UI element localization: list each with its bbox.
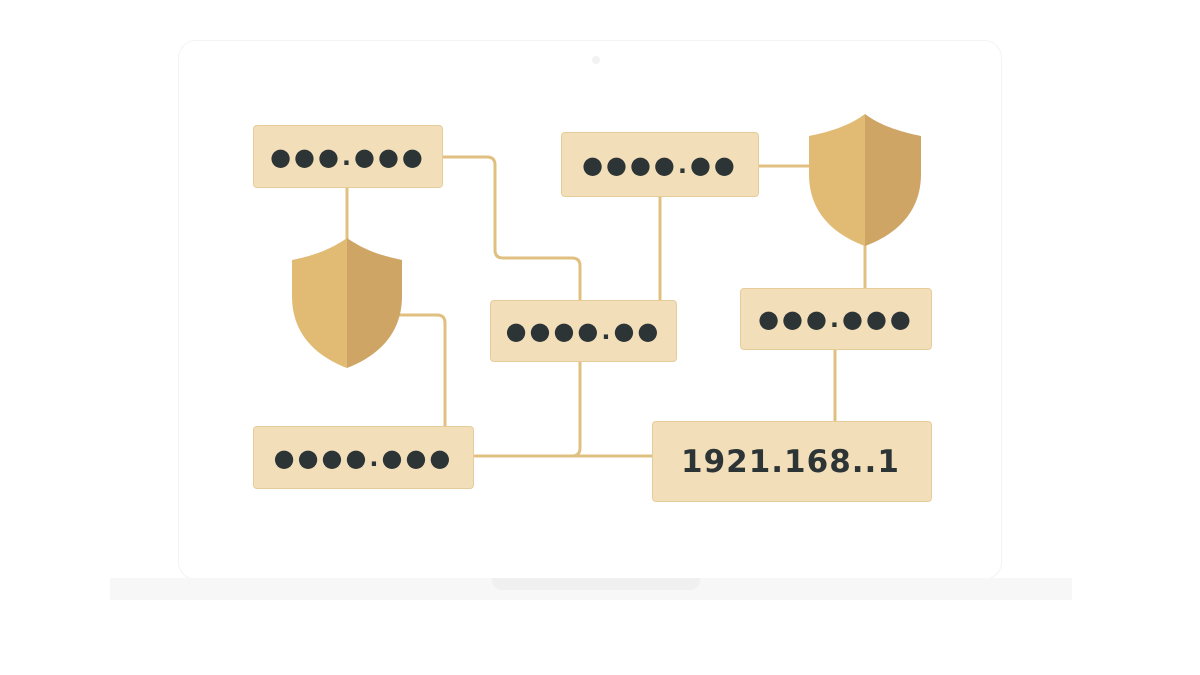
node-label: ●●●.●●●	[270, 142, 426, 171]
node-top-middle: ●●●●.●●	[561, 132, 759, 197]
link-center-bus	[570, 360, 582, 458]
laptop-notch	[492, 578, 700, 590]
node-bottom-left: ●●●●.●●●	[253, 426, 474, 489]
node-label: ●●●.●●●	[758, 305, 914, 333]
shield-icon	[292, 238, 402, 368]
node-top-left: ●●●.●●●	[253, 125, 443, 188]
shield-icon	[809, 114, 921, 246]
node-bottom-right: 1921.168..1	[652, 421, 932, 502]
link-topleft-center	[441, 155, 582, 302]
node-label: ●●●●.●●●	[273, 443, 454, 472]
node-label: ●●●●.●●	[582, 150, 738, 179]
node-right-middle: ●●●.●●●	[740, 288, 932, 350]
node-center: ●●●●.●●	[490, 300, 677, 362]
link-shield-bottomleft	[396, 313, 447, 428]
node-label: ●●●●.●●	[505, 317, 662, 345]
laptop-camera	[592, 56, 600, 64]
ip-address-label: 1921.168..1	[681, 443, 900, 480]
